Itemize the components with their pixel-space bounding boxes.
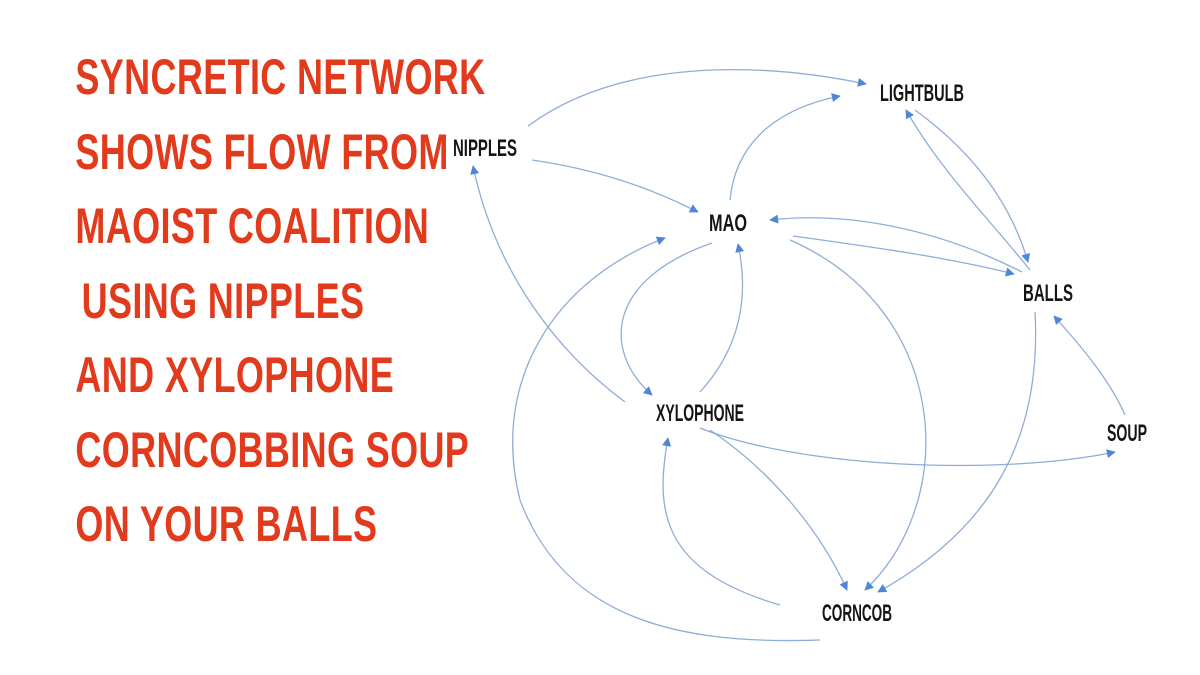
node-xylophone: XYLOPHONE xyxy=(656,400,744,427)
edge-corncob-to-mao xyxy=(512,236,821,642)
headline-line: MAOIST COALITION xyxy=(75,198,430,254)
node-lightbulb: LIGHTBULB xyxy=(880,80,964,107)
edge-soup-to-balls xyxy=(1053,315,1126,416)
edge-corncob-to-xylophone xyxy=(662,437,781,606)
edge-lightbulb-to-balls xyxy=(914,109,1031,263)
edge-xylophone-to-mao xyxy=(699,243,745,393)
headline-line: AND XYLOPHONE xyxy=(75,347,395,403)
edge-xylophone-to-nipples xyxy=(470,165,626,403)
node-soup: SOUP xyxy=(1107,420,1147,447)
headline-line: USING NIPPLES xyxy=(81,272,365,329)
edge-balls-to-lightbulb xyxy=(905,109,1031,271)
node-mao: MAO xyxy=(709,210,747,237)
edge-mao-to-corncob xyxy=(789,239,927,591)
node-corncob: CORNCOB xyxy=(822,600,892,627)
edges-layer xyxy=(470,69,1126,642)
nodes-layer: LIGHTBULB NIPPLES MAO BALLS XYLOPHONE SOUP COR… xyxy=(453,80,1147,627)
edge-mao-to-balls xyxy=(792,235,1015,277)
node-balls: BALLS xyxy=(1023,280,1073,307)
edge-xylophone-to-corncob xyxy=(709,429,848,591)
edge-xylophone-to-soup xyxy=(699,427,1116,467)
edge-balls-to-mao xyxy=(769,214,1023,273)
headline: SYNCRETIC NETWORK SHOWS FLOW FROM MAOIST… xyxy=(18,40,485,562)
edge-balls-to-corncob xyxy=(877,311,1037,593)
node-nipples: NIPPLES xyxy=(453,135,517,162)
edge-nipples-to-lightbulb xyxy=(527,69,867,127)
edge-mao-to-lightbulb xyxy=(729,93,841,201)
edge-mao-to-xylophone xyxy=(620,242,713,396)
headline-line: ON YOUR BALLS xyxy=(75,496,378,552)
edge-nipples-to-mao xyxy=(531,159,699,213)
